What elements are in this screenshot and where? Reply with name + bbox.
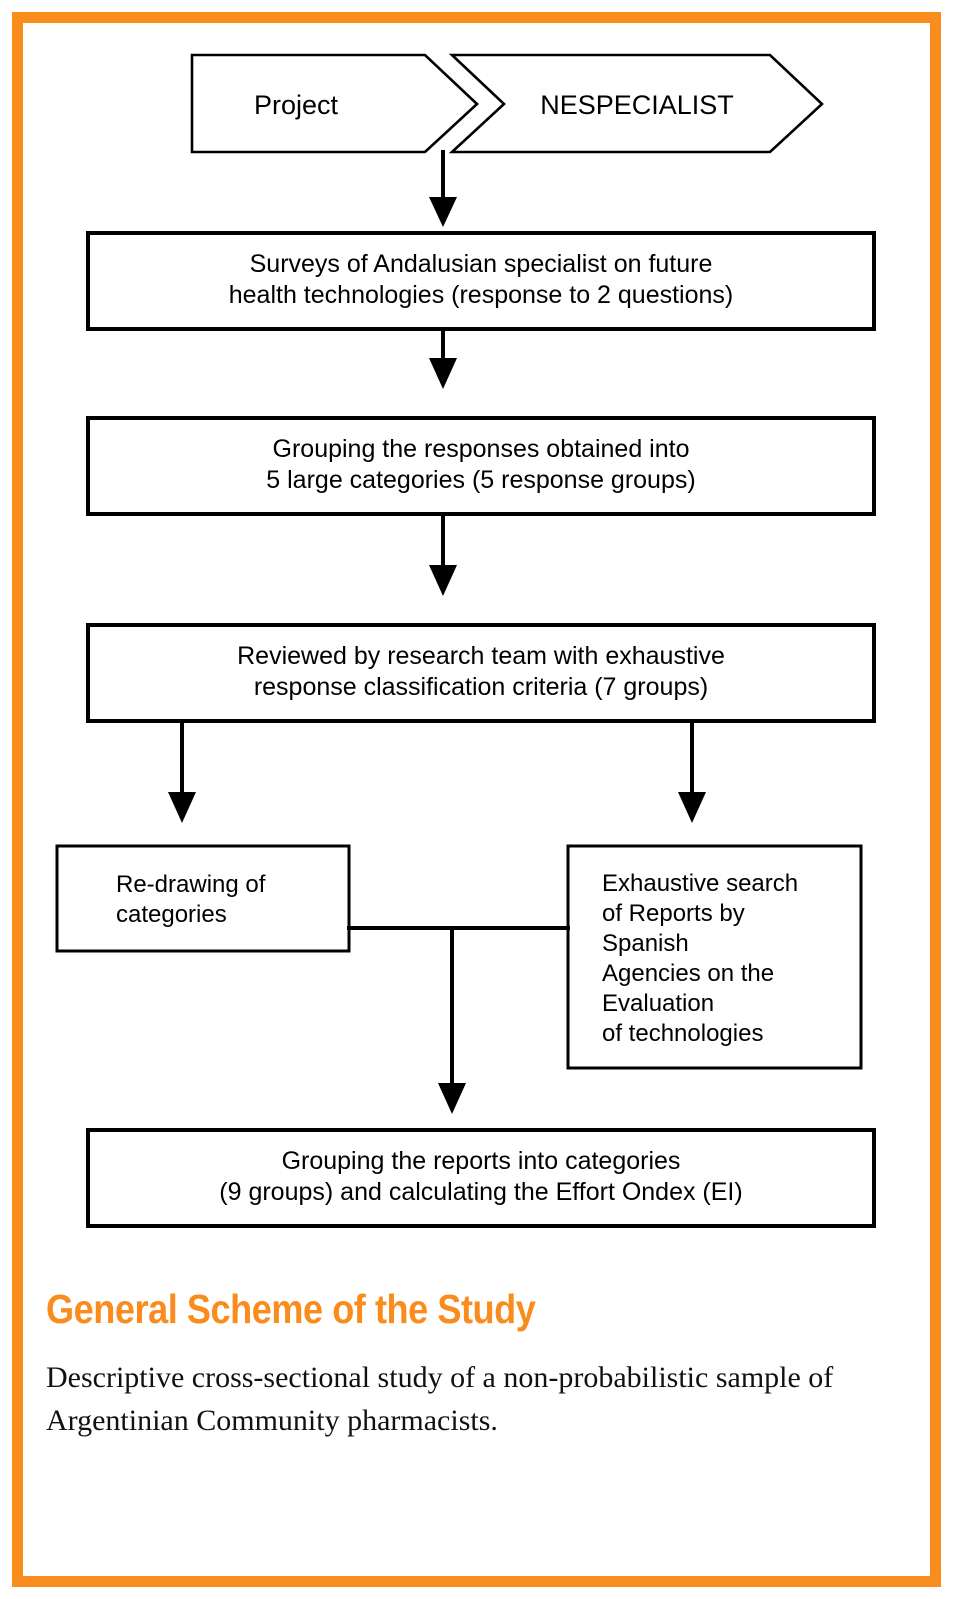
process-box-exhaustive-search: Exhaustive search of Reports by Spanish …: [566, 844, 863, 1070]
process-box-redrawing: Re-drawing of categories: [55, 844, 351, 953]
process-box-reviewed-line1: Reviewed by research team with exhaustiv…: [237, 642, 725, 670]
process-box-exhaustive-search-line1: Exhaustive search: [602, 870, 798, 897]
process-box-redrawing-line1: Re-drawing of: [116, 871, 266, 898]
chevron-project-label: Project: [254, 90, 339, 120]
study-title: General Scheme of the Study: [46, 1286, 536, 1332]
arrowhead-icon: [429, 197, 457, 227]
process-box-surveys-line2: health technologies (response to 2 quest…: [229, 281, 734, 309]
process-box-grouping-responses-line1: Grouping the responses obtained into: [273, 435, 690, 463]
connector-branch-join: [347, 926, 570, 1114]
arrowhead-icon: [429, 565, 457, 596]
chevron-nespecialist: NESPECIALIST: [448, 53, 824, 154]
process-box-surveys-line1: Surveys of Andalusian specialist on futu…: [250, 250, 713, 278]
process-box-surveys: Surveys of Andalusian specialist on futu…: [86, 231, 876, 331]
process-box-grouping-responses-line2: 5 large categories (5 response groups): [266, 466, 695, 494]
flowchart-svg: Project NESPECIALIST Surveys of Andalusi…: [55, 53, 876, 1228]
process-box-grouping-responses: Grouping the responses obtained into 5 l…: [86, 416, 876, 516]
chevron-project: Project: [190, 53, 479, 154]
process-box-grouping-reports-shape: [86, 1128, 876, 1228]
arrow-reviewed-to-redrawing: [168, 721, 196, 823]
study-description: Descriptive cross-sectional study of a n…: [46, 1361, 834, 1437]
process-box-exhaustive-search-line3: Spanish: [602, 930, 689, 957]
process-box-reviewed-shape: [86, 623, 876, 723]
arrowhead-icon: [429, 358, 457, 389]
process-box-redrawing-shape: [55, 844, 351, 953]
process-box-reviewed: Reviewed by research team with exhaustiv…: [86, 623, 876, 723]
chevron-project-shape: [190, 53, 479, 154]
process-box-reviewed-line2: response classification criteria (7 grou…: [254, 673, 708, 701]
process-box-grouping-reports: Grouping the reports into categories (9 …: [86, 1128, 876, 1228]
process-box-grouping-reports-line1: Grouping the reports into categories: [282, 1147, 681, 1175]
process-box-exhaustive-search-line5: Evaluation: [602, 990, 714, 1017]
process-box-exhaustive-search-line6: of technologies: [602, 1020, 763, 1047]
chevron-nespecialist-shape: [448, 53, 824, 154]
arrow-surveys-to-grouping: [429, 329, 457, 389]
arrowhead-icon: [438, 1083, 466, 1114]
arrowhead-icon: [678, 792, 706, 823]
chevron-nespecialist-label: NESPECIALIST: [540, 90, 734, 120]
process-box-exhaustive-search-line2: of Reports by: [602, 900, 745, 927]
process-box-exhaustive-search-shape: [566, 844, 863, 1070]
process-box-exhaustive-search-line4: Agencies on the: [602, 960, 774, 987]
arrowhead-icon: [168, 792, 196, 823]
process-box-grouping-responses-shape: [86, 416, 876, 516]
process-box-grouping-reports-line2: (9 groups) and calculating the Effort On…: [219, 1178, 742, 1206]
process-box-surveys-shape: [86, 231, 876, 331]
caption-block: General Scheme of the Study Descriptive …: [46, 1286, 896, 1442]
arrow-chevron-to-surveys: [429, 150, 457, 227]
arrow-reviewed-to-exhaustive-search: [678, 721, 706, 823]
process-box-redrawing-line2: categories: [116, 901, 227, 928]
arrow-grouping-to-reviewed: [429, 514, 457, 596]
